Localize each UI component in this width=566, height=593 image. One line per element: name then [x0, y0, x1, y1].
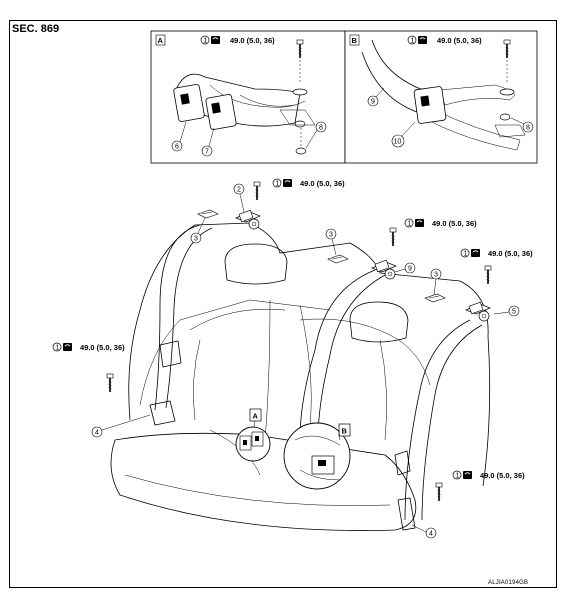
buckle-10	[413, 86, 447, 124]
headrest-left	[224, 243, 288, 285]
bolt-icon	[106, 373, 114, 393]
bolt-icon	[253, 181, 261, 201]
svg-text:1: 1	[456, 473, 460, 480]
svg-text:1: 1	[464, 251, 468, 258]
buckle-belt-a	[174, 73, 301, 127]
cover-3-left	[197, 209, 219, 219]
svg-text:4: 4	[95, 430, 99, 437]
detail-b-label: B	[342, 427, 348, 436]
bolt-icon	[484, 265, 492, 285]
bolt-icon	[389, 227, 397, 247]
cover-3-center	[327, 254, 349, 264]
svg-text:1: 1	[204, 38, 208, 45]
svg-text:9: 9	[371, 99, 375, 106]
belt-left-outer	[154, 224, 201, 411]
belt-right-outer	[404, 319, 471, 521]
diagram-frame	[9, 20, 557, 588]
svg-text:9: 9	[408, 266, 412, 273]
inset-a-label: A	[158, 36, 164, 45]
cover-3-right	[424, 293, 446, 303]
svg-text:1: 1	[56, 345, 60, 352]
svg-text:6: 6	[175, 144, 179, 151]
svg-text:1: 1	[411, 38, 415, 45]
torque-spec-b: 49.0 (5.0, 36)	[437, 36, 482, 45]
drawing-code: ALJIA0194GB	[488, 580, 529, 586]
seat-cushion	[110, 432, 417, 531]
svg-text:8: 8	[319, 125, 323, 132]
torque-spec: 49.0 (5.0, 36)	[480, 471, 525, 480]
buckle-7	[205, 94, 237, 130]
torque-spec: 49.0 (5.0, 36)	[80, 343, 125, 352]
svg-text:4: 4	[429, 531, 433, 538]
svg-text:3: 3	[194, 236, 198, 243]
torque-spec-a: 49.0 (5.0, 36)	[230, 36, 275, 45]
belt-center	[299, 269, 376, 441]
inset-b-label: B	[352, 36, 358, 45]
svg-text:5: 5	[512, 309, 516, 316]
rear-seat-drawing	[110, 222, 491, 531]
svg-text:1: 1	[408, 221, 412, 228]
retractor-9	[371, 259, 397, 280]
torque-spec: 49.0 (5.0, 36)	[488, 249, 533, 258]
svg-text:7: 7	[205, 149, 209, 156]
detail-a-label: A	[253, 412, 259, 421]
svg-text:2: 2	[237, 187, 241, 194]
bolt-icon	[435, 482, 443, 502]
retractor-2	[235, 209, 261, 230]
torque-spec: 49.0 (5.0, 36)	[432, 219, 477, 228]
section-label: SEC. 869	[12, 23, 60, 35]
svg-text:8: 8	[526, 125, 530, 132]
svg-text:3: 3	[329, 232, 333, 239]
retractor-5	[465, 301, 491, 322]
svg-text:3: 3	[434, 272, 438, 279]
svg-text:10: 10	[394, 139, 402, 146]
svg-text:1: 1	[276, 181, 280, 188]
torque-spec: 49.0 (5.0, 36)	[300, 179, 345, 188]
headrest-right	[349, 301, 409, 343]
